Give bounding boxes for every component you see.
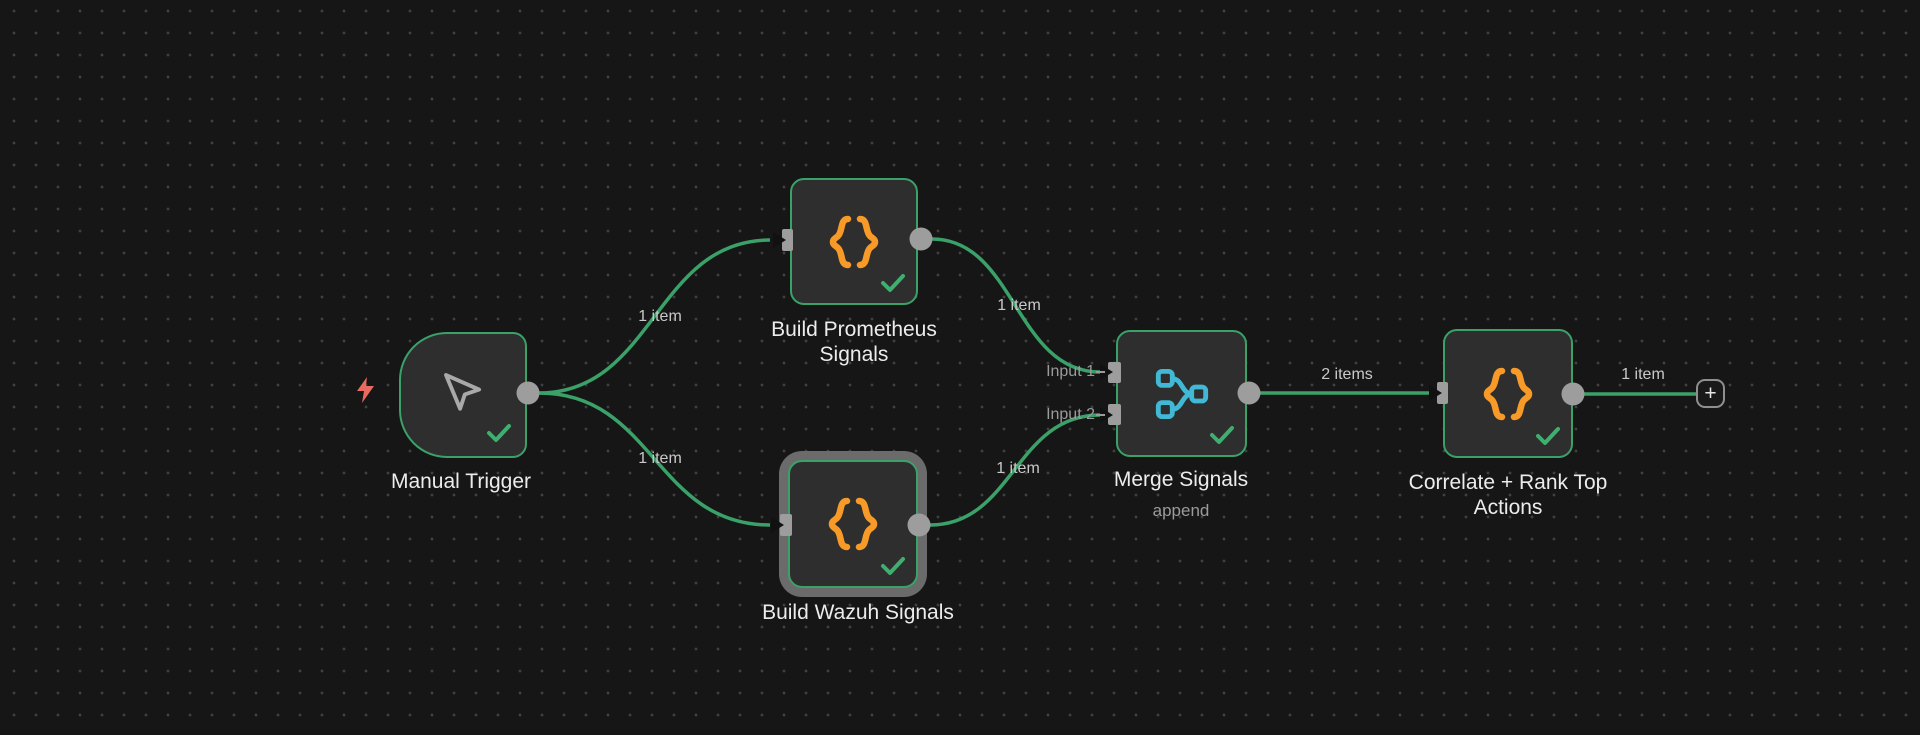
- arrowhead-icon: [1429, 385, 1442, 401]
- trigger-bolt-icon: [357, 377, 374, 403]
- connection-label: 2 items: [1321, 366, 1373, 383]
- node-label-correlate-rank-top-actions: Correlate + Rank Top Actions: [1408, 471, 1608, 519]
- node-label-merge-signals: Merge Signals: [1113, 468, 1249, 491]
- connection-label: 1 item: [1621, 366, 1665, 383]
- connection-label: 1 item: [638, 450, 682, 467]
- connection-wazuh-to-merge-input2[interactable]: [929, 413, 1101, 527]
- arrowhead-icon: [771, 517, 784, 533]
- add-node-button[interactable]: +: [1696, 379, 1725, 408]
- node-correlate-rank-top-actions[interactable]: [1443, 329, 1573, 458]
- connection-label: 1 item: [638, 308, 682, 325]
- output-port-wazuh[interactable]: [907, 513, 931, 537]
- node-build-prometheus-signals[interactable]: [790, 178, 918, 305]
- code-braces-icon: [1483, 367, 1533, 420]
- code-braces-icon: [828, 497, 878, 551]
- input-port-correlate[interactable]: [1437, 382, 1448, 404]
- node-label-build-wazuh-signals: Build Wazuh Signals: [762, 601, 954, 624]
- output-port-merge[interactable]: [1237, 381, 1261, 405]
- node-label-build-prometheus-signals: Build Prometheus Signals: [771, 318, 937, 366]
- plus-icon: +: [1704, 382, 1717, 405]
- output-port-prometheus[interactable]: [909, 227, 933, 251]
- node-build-wazuh-signals[interactable]: [788, 460, 918, 588]
- connection-label: 1 item: [997, 297, 1041, 314]
- node-merge-signals[interactable]: [1116, 330, 1247, 457]
- connection-trigger-to-prometheus[interactable]: [538, 238, 771, 395]
- node-manual-trigger[interactable]: [399, 332, 527, 458]
- input-port-prometheus[interactable]: [782, 229, 793, 251]
- success-check-icon: [1210, 426, 1234, 444]
- input-label-merge-input1: Input 1: [1046, 363, 1095, 380]
- code-braces-icon: [829, 215, 879, 268]
- node-subtitle-merge-mode: append: [1152, 501, 1210, 520]
- connection-prometheus-to-merge-input1[interactable]: [931, 237, 1101, 374]
- output-port-manual-trigger[interactable]: [516, 381, 540, 405]
- arrowhead-icon: [773, 232, 786, 248]
- merge-icon: [1155, 368, 1208, 419]
- input-port-merge-1[interactable]: [1108, 362, 1121, 383]
- connection-label: 1 item: [996, 460, 1040, 477]
- success-check-icon: [1536, 427, 1560, 445]
- node-label-manual-trigger: Manual Trigger: [390, 470, 532, 493]
- input-port-wazuh[interactable]: [780, 514, 792, 536]
- cursor-icon: [443, 372, 481, 411]
- output-port-correlate[interactable]: [1561, 382, 1585, 406]
- arrowhead-icon: [1100, 364, 1113, 380]
- arrowhead-icon: [1100, 407, 1113, 423]
- success-check-icon: [881, 274, 905, 292]
- success-check-icon: [881, 557, 905, 575]
- input-port-merge-2[interactable]: [1108, 404, 1121, 425]
- input-label-merge-input2: Input 2: [1046, 406, 1095, 423]
- success-check-icon: [487, 424, 511, 442]
- connection-trigger-to-wazuh[interactable]: [538, 391, 771, 527]
